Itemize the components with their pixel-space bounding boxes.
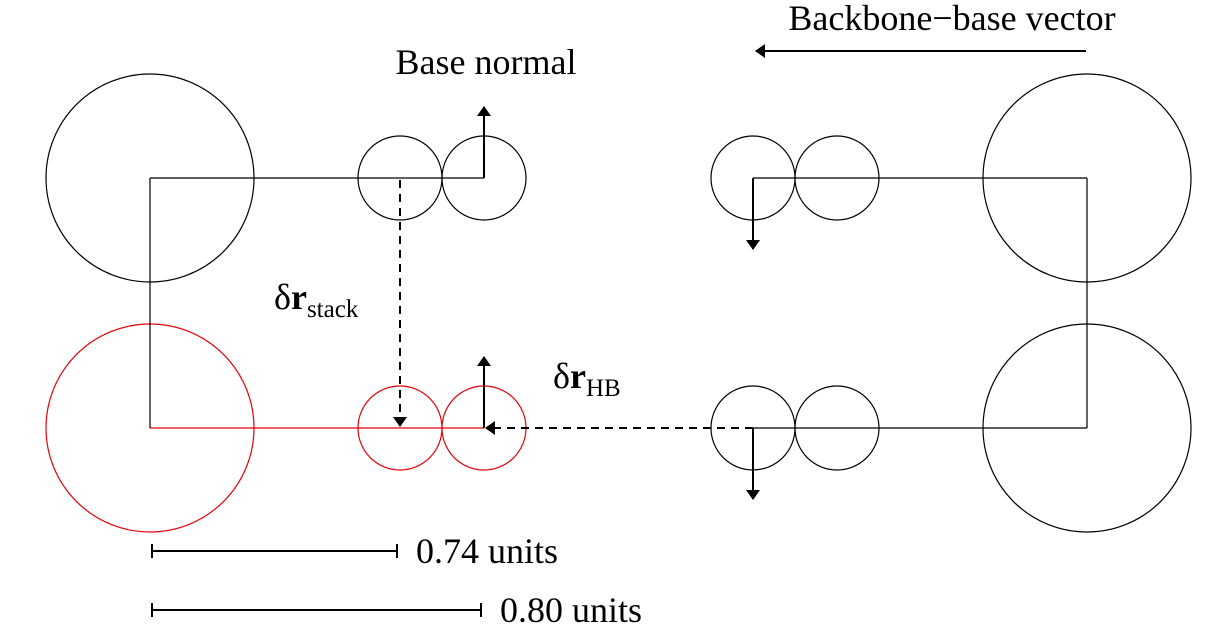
nucleotide-bottom-right	[710, 323, 1192, 533]
delta-r-hb-label: δrHB	[553, 356, 621, 402]
base-site-b-top-right	[794, 135, 880, 221]
nucleotide-top-left	[45, 73, 527, 283]
scale-bar-short-label: 0.74 units	[416, 531, 558, 571]
scale-bar-long	[151, 603, 482, 617]
delta-r-hb-r: r	[570, 356, 586, 396]
delta-r-hb-subscript: HB	[586, 375, 621, 402]
delta-r-stack-subscript: stack	[307, 296, 359, 323]
nucleotide-top-right	[710, 73, 1192, 283]
backbone-base-vector-label: Backbone−base vector	[788, 0, 1115, 38]
delta-r-hb-delta: δ	[553, 356, 570, 396]
scale-bar-short	[151, 544, 398, 558]
delta-r-stack-label: δrstack	[274, 277, 359, 323]
delta-r-stack-r: r	[291, 277, 307, 317]
delta-r-stack-delta: δ	[274, 277, 291, 317]
base-normal-label: Base normal	[396, 42, 577, 82]
base-site-b-bottom-right	[794, 385, 880, 471]
scale-bar-long-label: 0.80 units	[500, 590, 642, 630]
nucleotide-bottom-left	[45, 323, 527, 533]
